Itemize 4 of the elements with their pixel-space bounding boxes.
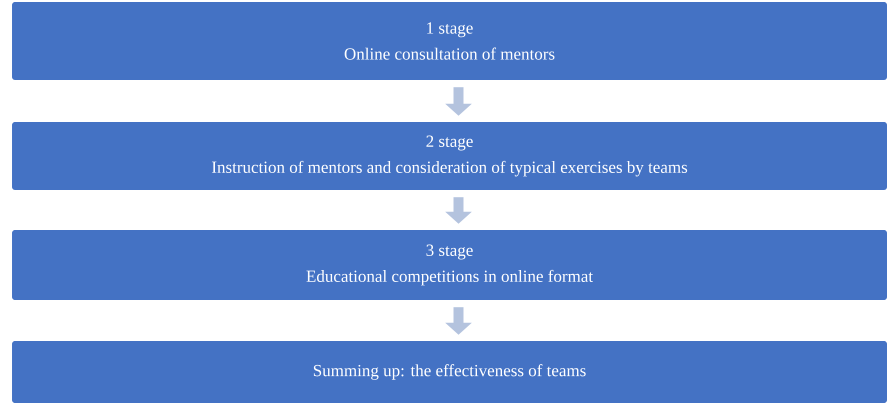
stage-box: 3 stage Educational competitions in online format	[12, 230, 887, 300]
stage-box: 2 stage Instruction of mentors and consideration of typical exercises by teams	[12, 122, 887, 190]
stage-box: Summing up: the effectiveness of teams	[12, 341, 887, 403]
stage-box: 1 stage Online consultation of mentors	[12, 2, 887, 80]
